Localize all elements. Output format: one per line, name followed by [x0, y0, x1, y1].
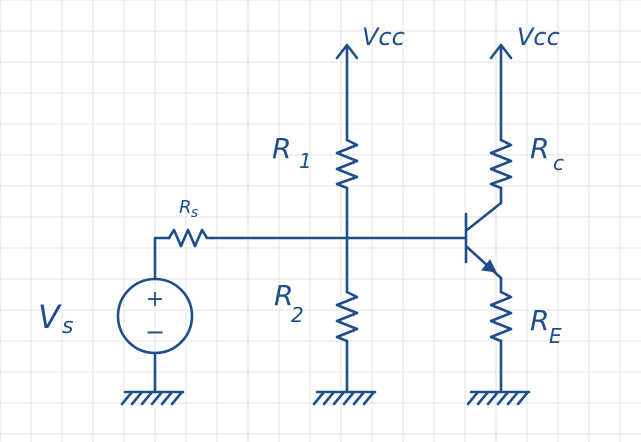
- r2-subscript: 2: [291, 303, 304, 327]
- resistor-rc: [489, 138, 513, 190]
- vcc-left-label: Vcc: [362, 23, 405, 51]
- vcc-right-arrow-icon: [489, 43, 513, 60]
- wire-source-to-rs: [153, 236, 171, 281]
- vcc-left-arrow-icon: [335, 43, 359, 60]
- re-label: R: [530, 304, 549, 337]
- vs-subscript: s: [62, 314, 73, 339]
- re-subscript: E: [549, 324, 562, 348]
- r1-subscript: 1: [299, 149, 312, 173]
- minus-sign: −: [145, 318, 165, 346]
- resistor-re: [489, 290, 513, 343]
- ground-icon: [120, 390, 185, 406]
- ground-icon: [466, 390, 531, 406]
- resistor-r1: [335, 138, 359, 190]
- npn-transistor: [464, 201, 503, 280]
- rc-label: R: [530, 132, 549, 165]
- rs-subscript: s: [191, 205, 198, 221]
- r2-label: R: [274, 279, 293, 312]
- transistor-collector-leg: [465, 201, 503, 232]
- rs-label: R: [179, 197, 192, 218]
- r1-label: R: [272, 132, 291, 165]
- vcc-right-label: Vcc: [517, 23, 560, 51]
- rc-subscript: c: [553, 151, 564, 175]
- vs-label: V: [38, 298, 62, 336]
- resistor-rs: [167, 228, 214, 248]
- transistor-emitter-leg: [465, 245, 503, 280]
- ground-icon: [312, 390, 377, 406]
- emitter-arrow-icon: [481, 259, 497, 273]
- resistor-r2: [335, 290, 359, 343]
- plus-sign: +: [146, 287, 164, 312]
